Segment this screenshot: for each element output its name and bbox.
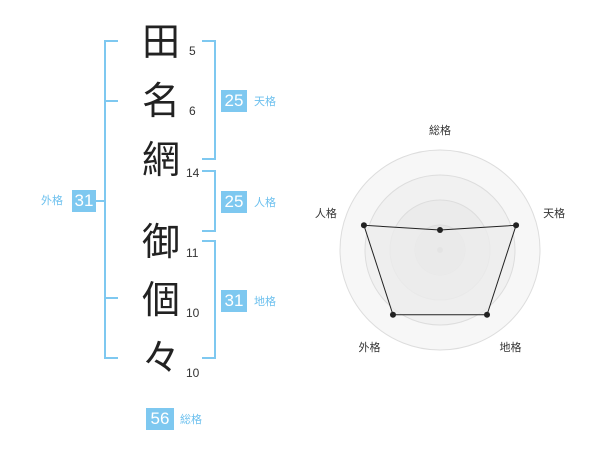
radar-axis-label: 総格 [429, 123, 451, 137]
jinkaku-label: 人格 [254, 196, 276, 209]
radar-point [484, 311, 491, 318]
radar-axis-label: 人格 [315, 206, 337, 220]
radar-series-polygon [363, 224, 517, 316]
jinkaku-bracket-top [202, 170, 216, 172]
stroke-count-5: 10 [186, 306, 200, 320]
radar-point [513, 222, 520, 229]
jinkaku-bracket-line [214, 170, 216, 232]
radar-point [389, 311, 396, 318]
name-char-4: 御 [141, 220, 180, 264]
radar-axis-label: 外格 [359, 340, 381, 354]
tenkaku-bracket-top [202, 40, 216, 42]
gaikaku-bracket-top [104, 40, 118, 42]
name-char-3: 網 [141, 138, 180, 182]
radar-axis-label: 天格 [543, 206, 565, 220]
gaikaku-badge: 31 [72, 190, 96, 212]
radar-point [437, 227, 443, 233]
chikaku-bracket-bottom [202, 357, 216, 359]
gaikaku-label: 外格 [41, 194, 63, 207]
stroke-count-3: 14 [186, 166, 200, 180]
gaikaku-bracket-tick [104, 297, 118, 299]
gaikaku-bracket-line [104, 40, 106, 359]
chikaku-label: 地格 [254, 295, 276, 308]
gaikaku-connector [94, 200, 104, 202]
jinkaku-bracket-bottom [202, 230, 216, 232]
stroke-count-6: 10 [186, 366, 200, 380]
name-char-2: 名 [141, 79, 180, 123]
name-char-6: 々 [141, 336, 180, 380]
chikaku-bracket-line [214, 240, 216, 359]
chikaku-bracket-top [202, 240, 216, 242]
radar-point [360, 222, 367, 229]
tenkaku-bracket-bottom [202, 158, 216, 160]
tenkaku-label: 天格 [254, 95, 276, 108]
jinkaku-badge: 25 [221, 191, 247, 213]
tenkaku-bracket-line [214, 40, 216, 160]
gaikaku-bracket-tick [104, 100, 118, 102]
name-char-1: 田 [141, 20, 180, 64]
stroke-count-1: 5 [189, 44, 196, 58]
name-char-5: 個 [141, 278, 180, 322]
soukaku-label: 総格 [180, 413, 202, 426]
chikaku-badge: 31 [221, 290, 247, 312]
stroke-count-2: 6 [189, 104, 196, 118]
tenkaku-badge: 25 [221, 90, 247, 112]
soukaku-badge: 56 [146, 408, 174, 430]
gaikaku-bracket-bottom [104, 357, 118, 359]
radar-axis-label: 地格 [500, 340, 522, 354]
stroke-count-4: 11 [186, 246, 199, 260]
